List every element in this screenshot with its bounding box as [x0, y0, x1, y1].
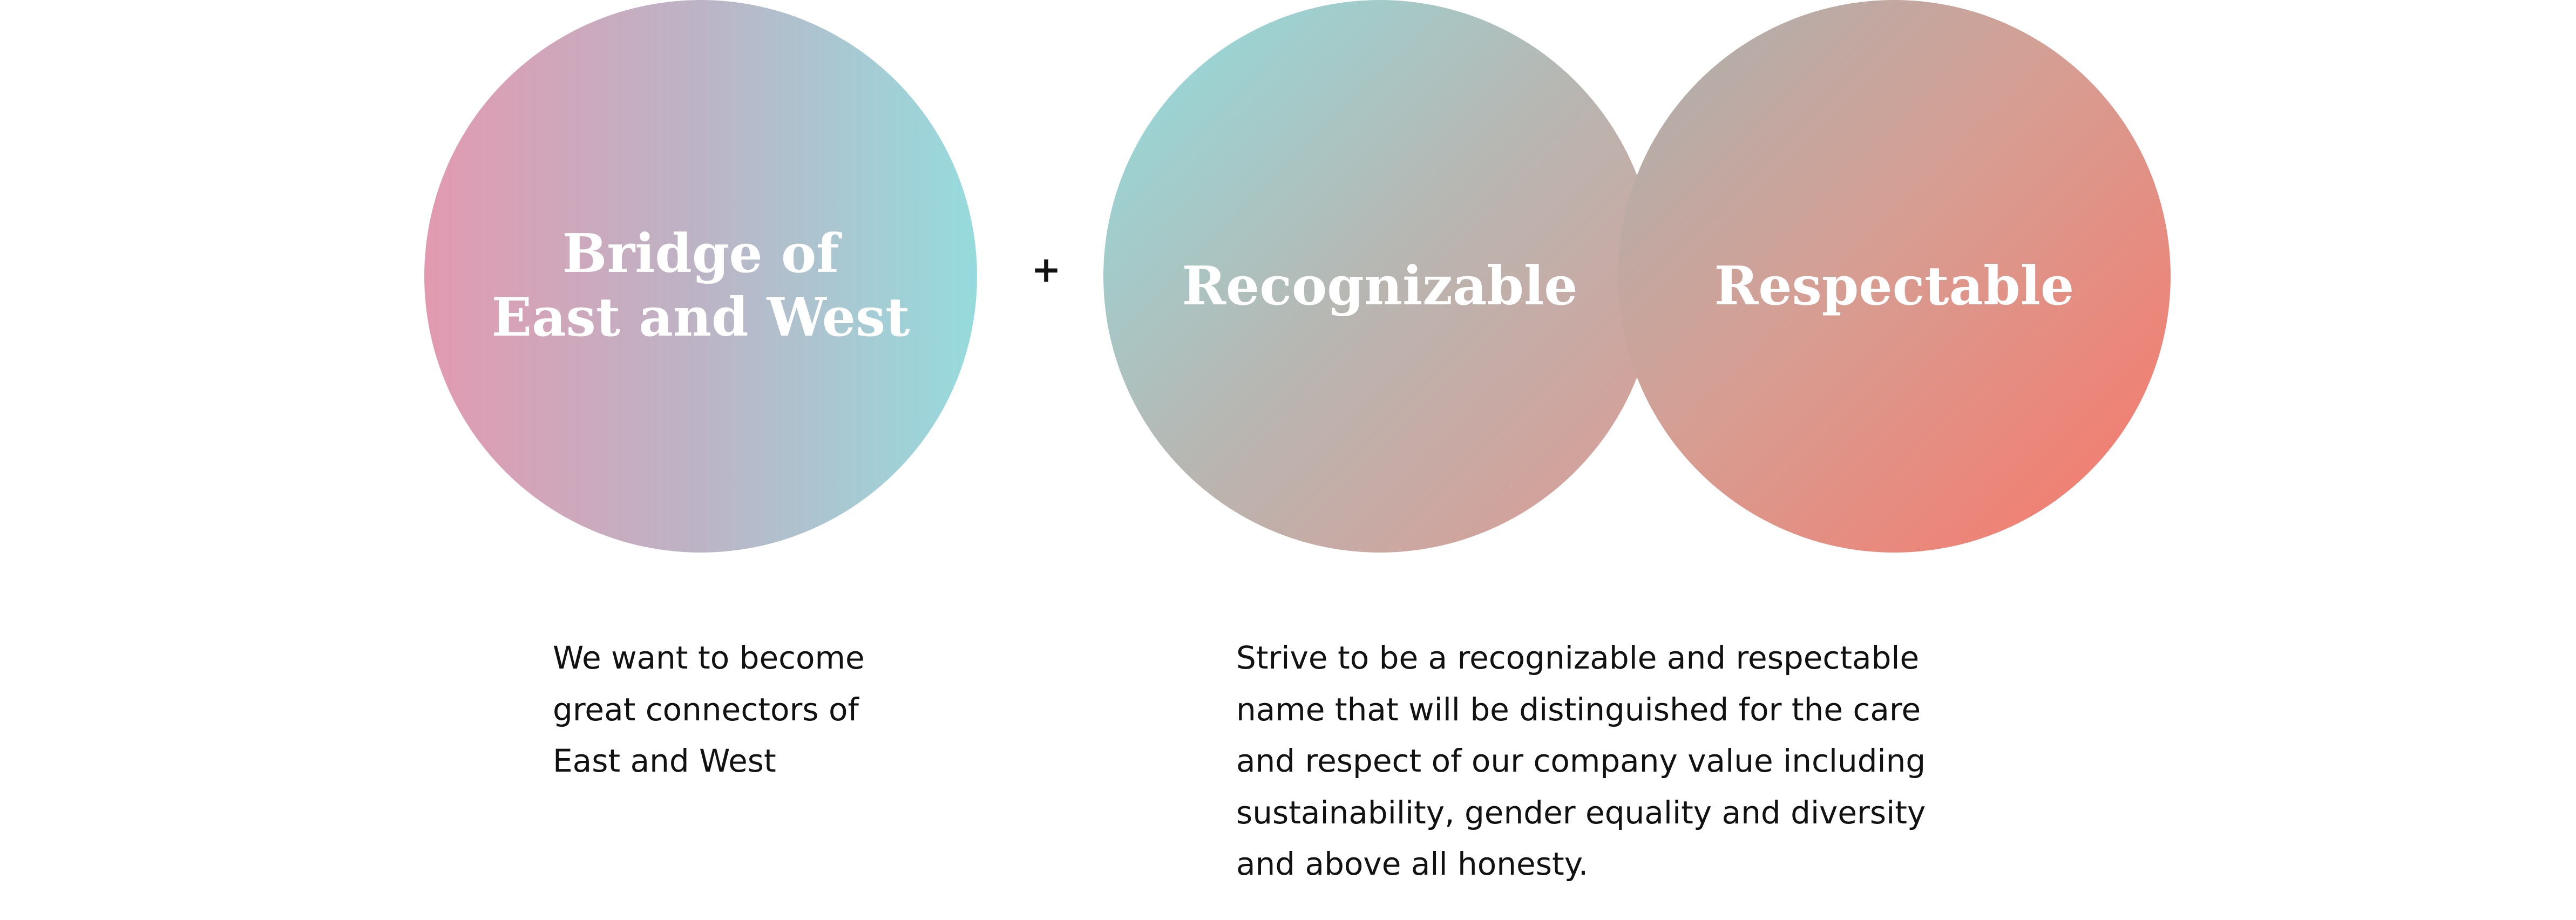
bridge-label-line-2: East and West [491, 287, 910, 349]
description-right-line: sustainability, gender equality and dive… [1236, 794, 1926, 831]
description-left-line: We want to become [553, 639, 865, 676]
description-right-line: and above all honesty. [1236, 846, 1589, 882]
recognizable-label: Recognizable [1182, 255, 1578, 317]
bridge-label-line-1: Bridge of [562, 223, 839, 285]
description-right-line: Strive to be a recognizable and respecta… [1236, 639, 1920, 676]
description-left: We want to become great connectors of Ea… [553, 632, 865, 787]
description-right-line: name that will be distinguished for the … [1236, 691, 1921, 728]
description-left-line: great connectors of [553, 691, 859, 728]
description-left-line: East and West [553, 742, 776, 779]
description-right-line: and respect of our company value includi… [1236, 742, 1926, 779]
plus-operator: + [1031, 249, 1061, 290]
description-right: Strive to be a recognizable and respecta… [1236, 632, 1926, 890]
bridge-label: Bridge of East and West [424, 222, 977, 350]
circle-respectable [1618, 0, 2171, 553]
respectable-label: Respectable [1714, 255, 2075, 317]
circle-bridge-of-east-and-west [424, 0, 977, 553]
circle-recognizable [1103, 0, 1656, 553]
